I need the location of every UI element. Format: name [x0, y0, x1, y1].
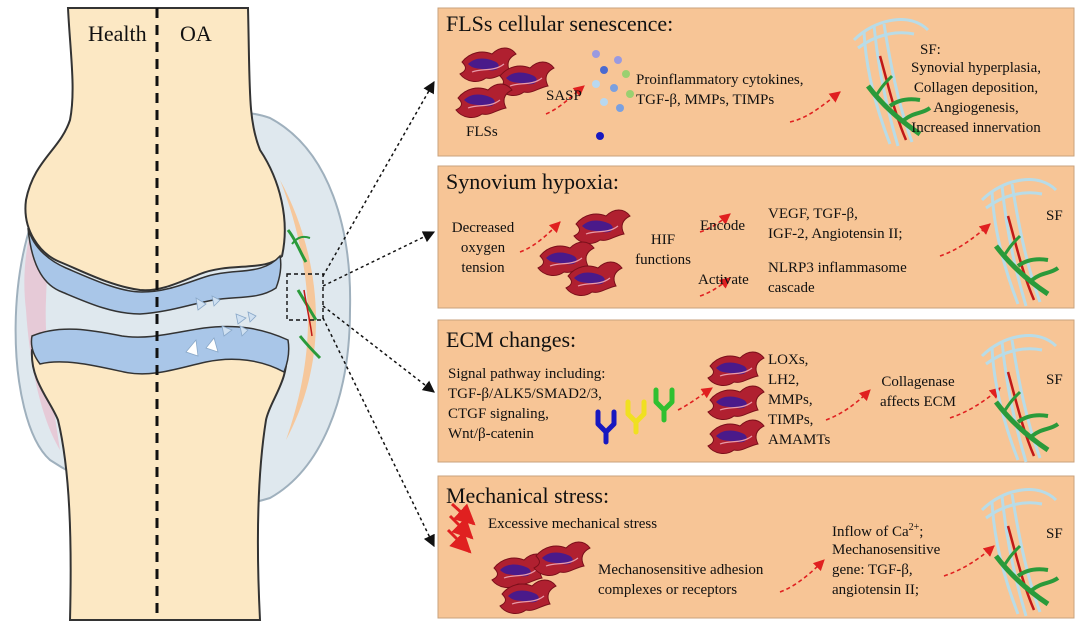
panel-ecm-title: ECM changes:	[446, 327, 577, 352]
panel-senescence-title: FLSs cellular senescence:	[446, 11, 674, 36]
pathway-line-4: Wnt/β-catenin	[448, 426, 534, 442]
femur-cartilage	[27, 227, 282, 315]
activated-line-2: cascade	[768, 280, 815, 296]
arrow-receptor	[677, 387, 713, 411]
panel-hypoxia-title: Synovium hypoxia:	[446, 169, 619, 194]
zoom-box	[286, 273, 324, 321]
mech-line-2: gene: TGF-β,	[832, 562, 913, 578]
pathway-line-2: TGF-β/ALK5/SMAD2/3,	[448, 386, 602, 402]
cartilage-fragments	[185, 295, 257, 357]
enzyme-4: TIMPs,	[768, 412, 814, 428]
collagenase-line-2: affects ECM	[880, 394, 956, 410]
connector-lines	[322, 80, 436, 548]
adhesion-line-2: complexes or receptors	[598, 582, 738, 598]
enzyme-2: LH2,	[768, 372, 800, 388]
health-label: Health	[88, 21, 147, 46]
activated-line-1: NLRP3 inflammasome	[768, 260, 907, 276]
stress-text: Excessive mechanical stress	[488, 516, 658, 532]
synovium-vessels-left-knee	[286, 229, 322, 360]
knee-joint-illustration	[14, 7, 352, 621]
arrow-hypoxia-sf	[939, 223, 991, 257]
trigger-line-2: oxygen	[460, 240, 506, 256]
sf-label: SF	[1046, 526, 1063, 542]
enzyme-3: MMPs,	[768, 392, 813, 408]
outcome-3: Angiogenesis,	[933, 100, 1019, 116]
collagenase-line-1: Collagenase	[881, 374, 955, 390]
fls-label: FLSs	[466, 124, 498, 140]
mech-line-1: Mechanosensitive	[832, 542, 941, 558]
arrow-activate	[699, 277, 731, 297]
encode-label: Encode	[700, 218, 745, 234]
adhesion-line-1: Mechanosensitive adhesion	[598, 562, 764, 578]
enzyme-5: AMAMTs	[768, 432, 831, 448]
panel-mechanical-title: Mechanical stress:	[446, 483, 610, 508]
femur-bone	[24, 7, 286, 292]
pathway-line-1: Signal pathway including:	[448, 366, 606, 382]
tibia-bone	[30, 337, 288, 621]
encoded-line-1: VEGF, TGF-β,	[768, 206, 858, 222]
arrow-sasp	[545, 85, 585, 115]
sf-label: SF	[1046, 372, 1063, 388]
outcome-2: Collagen deposition,	[913, 80, 1039, 96]
encoded-line-2: IGF-2, Angiotensin II;	[768, 226, 903, 242]
arrow-encode	[699, 213, 731, 233]
mech-line-3: angiotensin II;	[832, 582, 920, 598]
inflamed-synovium-right	[280, 180, 316, 440]
arrow-collagenase	[949, 387, 1001, 419]
arrow-mech-sf	[943, 545, 995, 577]
pathway-line-3: CTGF signaling,	[448, 406, 549, 422]
cytokines-line-1: Proinflammatory cytokines,	[636, 72, 804, 88]
outcome-1: Synovial hyperplasia,	[911, 60, 1041, 76]
trigger-line-3: tension	[461, 260, 505, 276]
sasp-label: SASP	[546, 88, 582, 104]
cytokines-line-2: TGF-β, MMPs, TIMPs	[636, 92, 775, 108]
tibia-cartilage	[30, 325, 290, 375]
enzyme-1: LOXs,	[768, 352, 809, 368]
cytokine-dots	[592, 50, 634, 140]
arrow-adhesion	[779, 559, 825, 593]
inflow-text: Inflow of Ca2+;	[832, 522, 924, 540]
sf-label: SF:	[920, 42, 941, 58]
outcome-4: Increased innervation	[911, 120, 1041, 136]
activate-label: Activate	[698, 272, 749, 288]
oa-label: OA	[180, 21, 212, 46]
hif-line-1: HIF	[650, 232, 676, 248]
trigger-line-1: Decreased	[451, 220, 515, 236]
stress-arrows	[446, 502, 476, 554]
sf-label: SF	[1046, 208, 1063, 224]
hif-line-2: functions	[635, 252, 691, 268]
